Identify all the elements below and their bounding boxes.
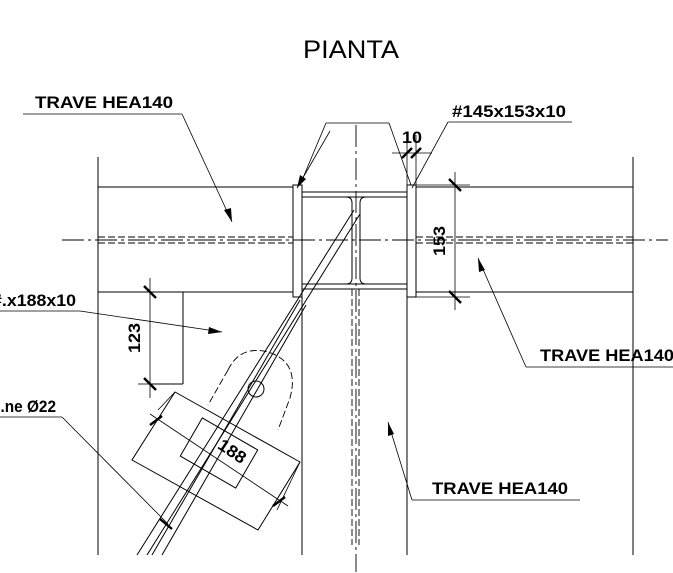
dimension-plate-thickness-value: 10	[402, 128, 422, 147]
horizontal-beam-right	[416, 157, 634, 555]
horizontal-beam-left	[97, 157, 293, 555]
dimension-plate-length-value: 188	[214, 435, 249, 468]
label-plate-left: #.x188x10	[0, 291, 76, 310]
drawing-title: PIANTA	[303, 36, 399, 64]
dimension-plate-height: 123	[125, 278, 157, 398]
central-i-section	[302, 191, 407, 290]
pin-hole	[247, 380, 265, 398]
dimension-plate-height-value: 123	[125, 323, 144, 353]
label-beam-bottom: TRAVE HEA140	[432, 479, 568, 498]
leader-plate-top: #145x153x10	[296, 102, 572, 189]
leader-beam-bottom: TRAVE HEA140	[387, 421, 580, 501]
label-beam-top-left: TRAVE HEA140	[35, 93, 173, 112]
leader-beam-top-left: TRAVE HEA140	[23, 93, 233, 223]
dimension-beam-height-value: 153	[430, 226, 449, 256]
vertical-beam-bottom	[301, 289, 408, 555]
label-beam-right: TRAVE HEA140	[540, 346, 673, 365]
dimension-beam-height: 153	[416, 172, 470, 310]
label-pin: ...ne Ø22	[0, 397, 56, 416]
pin-lug-hidden	[207, 350, 293, 431]
gusset-plate-left	[150, 291, 184, 385]
end-plates	[292, 184, 417, 298]
leader-plate-left: #.x188x10	[0, 291, 223, 334]
leader-beam-right: TRAVE HEA140	[477, 257, 673, 368]
inclined-connection-plate	[131, 391, 301, 531]
dimension-plate-length: 188	[149, 391, 301, 511]
beam-web-hidden-lines	[98, 236, 633, 244]
leader-pin: ...ne Ø22	[0, 397, 173, 530]
dimension-plate-thickness: 10	[392, 128, 432, 185]
diagonal-brace	[136, 209, 361, 556]
label-plate-top: #145x153x10	[452, 102, 566, 121]
